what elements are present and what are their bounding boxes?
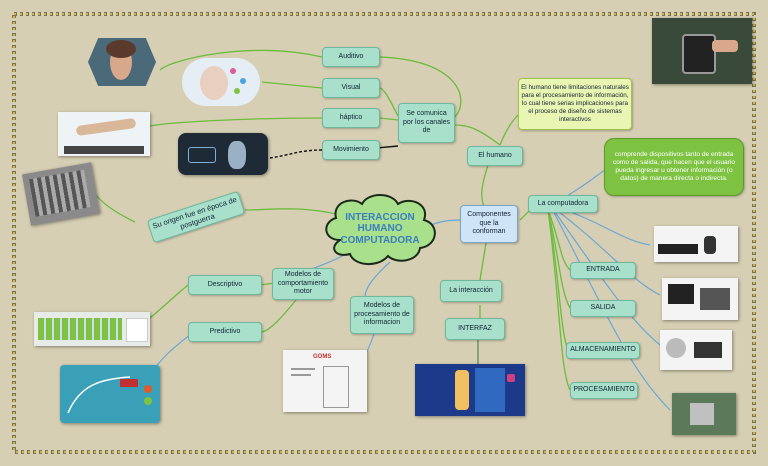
- motor-models[interactable]: Modelos de comportamiento motor: [272, 268, 334, 300]
- haptic-hand-image: [58, 112, 150, 156]
- smartwatch-image: [652, 18, 752, 84]
- device-procesamiento[interactable]: PROCESAMIENTO: [570, 382, 638, 399]
- channel-visual[interactable]: Visual: [322, 78, 380, 98]
- output-devices-image: [662, 278, 738, 320]
- visual-face-image: [182, 58, 260, 106]
- communication-channels[interactable]: Se comunica por los canales de: [398, 103, 455, 143]
- computer-node[interactable]: La computadora: [528, 195, 598, 213]
- movement-vr-image: [178, 133, 268, 175]
- input-devices-image: [654, 226, 738, 262]
- predictive-model[interactable]: Predictivo: [188, 322, 262, 342]
- descriptive-model[interactable]: Descriptivo: [188, 275, 262, 295]
- device-almacenamiento[interactable]: ALMACENAMIENTO: [566, 342, 640, 359]
- goms-diagram-image: GOMS: [283, 350, 367, 412]
- components-node[interactable]: Componentes que la conforman: [460, 205, 518, 243]
- device-entrada[interactable]: ENTRADA: [570, 262, 636, 279]
- interaction-node[interactable]: La interacción: [440, 280, 502, 302]
- keyboard-diagram-image: [34, 312, 150, 346]
- processor-image: [672, 393, 736, 435]
- predictive-chart-image: [60, 365, 160, 423]
- human-node[interactable]: El humano: [467, 146, 523, 166]
- central-topic: INTERACCION HUMANO COMPUTADORA: [340, 211, 420, 246]
- listening-woman-image: [88, 38, 156, 86]
- channel-haptico[interactable]: háptico: [322, 108, 380, 128]
- channel-auditivo[interactable]: Auditivo: [322, 47, 380, 67]
- device-salida[interactable]: SALIDA: [570, 300, 636, 317]
- human-limitations: El humano tiene limitaciones naturales p…: [518, 78, 632, 130]
- channel-movimiento[interactable]: Movimiento: [322, 140, 380, 160]
- interface-node[interactable]: INTERFAZ: [445, 318, 505, 340]
- interface-image: [415, 364, 525, 416]
- processing-models[interactable]: Modelos de procesamiento de informacion: [350, 296, 414, 334]
- storage-devices-image: [660, 330, 732, 370]
- central-cloud: [325, 194, 436, 265]
- computer-description: comprende dispositivos tanto de entrada …: [604, 138, 744, 196]
- curve-icon: [67, 376, 152, 414]
- goms-label: GOMS: [313, 354, 332, 360]
